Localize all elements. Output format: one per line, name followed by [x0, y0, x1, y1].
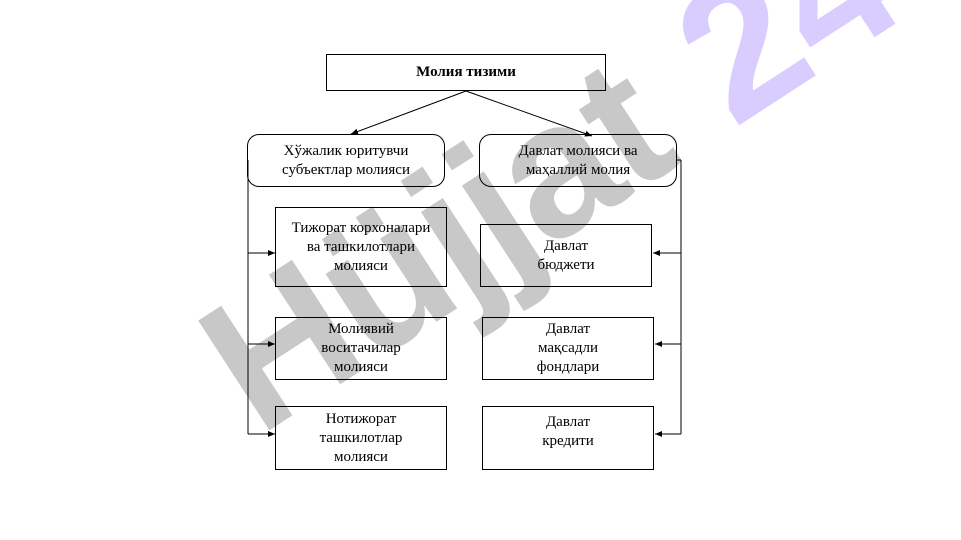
arrow-root-right — [465, 90, 593, 137]
node-right-2-label: Давлат мақсадли фондлари — [536, 321, 600, 375]
node-left-1-label: Тижорат корхоналари ва ташкилотлари моли… — [291, 219, 431, 274]
node-right-1: Давлат бюджети — [480, 224, 652, 287]
node-right-head: Давлат молияси ва маҳаллий молия — [479, 134, 677, 187]
node-left-3: Нотижорат ташкилотлар молияси — [275, 406, 447, 470]
node-left-2: Молиявий воситачилар молияси — [275, 317, 447, 380]
node-right-3: Давлат кредити — [482, 406, 654, 470]
arrow-root-left — [350, 90, 467, 135]
node-left-head: Хўжалик юритувчи субъектлар молияси — [247, 134, 445, 187]
node-root-label: Молия тизими — [416, 64, 516, 80]
node-right-head-label: Давлат молияси ва маҳаллий молия — [518, 142, 638, 178]
node-right-2: Давлат мақсадли фондлари — [482, 317, 654, 380]
node-left-1: Тижорат корхоналари ва ташкилотлари моли… — [275, 207, 447, 287]
node-left-3-label: Нотижорат ташкилотлар молияси — [319, 410, 403, 465]
node-right-3-label: Давлат кредити — [542, 414, 594, 449]
node-left-2-label: Молиявий воситачилар молияси — [321, 321, 401, 375]
node-left-head-label: Хўжалик юритувчи субъектлар молияси — [282, 142, 410, 178]
node-root: Молия тизими — [326, 54, 606, 91]
node-right-1-label: Давлат бюджети — [537, 237, 595, 273]
